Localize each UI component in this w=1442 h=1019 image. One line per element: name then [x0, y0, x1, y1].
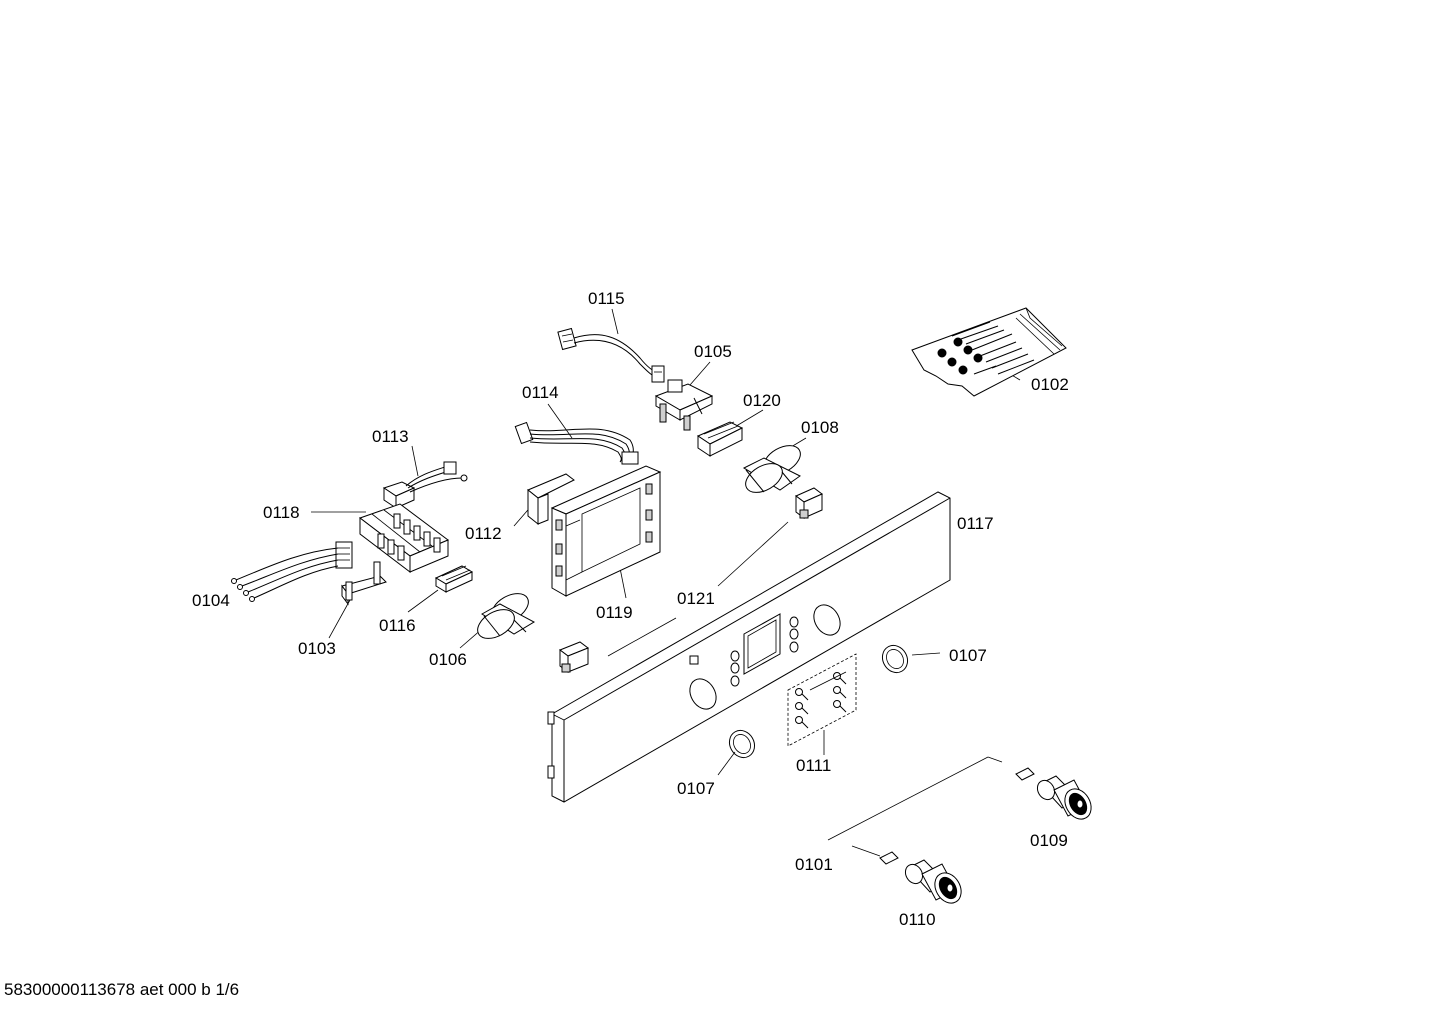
part-label-0108: 0108	[801, 418, 839, 437]
control-module-0119	[550, 465, 662, 597]
part-label-0103: 0103	[298, 639, 336, 658]
document-id: 58300000113678 aet 000 b 1/6	[4, 980, 240, 999]
cable-0115	[557, 327, 665, 383]
part-label-0116: 0116	[379, 616, 416, 635]
part-label-0119: 0119	[596, 603, 633, 622]
part-label-0117: 0117	[957, 514, 994, 533]
screws-0111	[787, 653, 857, 747]
clip-0103	[341, 561, 387, 606]
part-label-0109: 0109	[1030, 831, 1068, 850]
bracket-0121-lower	[558, 641, 590, 673]
part-label-0107-left: 0107	[677, 779, 715, 798]
knob-0110	[879, 851, 962, 904]
part-label-0101: 0101	[795, 855, 833, 874]
ring-0107-left	[728, 729, 756, 759]
ribbon-cable-0114	[514, 421, 639, 465]
knob-housing-0108	[742, 445, 801, 493]
part-label-0120: 0120	[743, 391, 781, 410]
part-label-0121: 0121	[677, 589, 715, 608]
ring-0107-right	[881, 644, 909, 674]
part-labels: 0115 0105 0102 0114 0120 0108 0113 0118 …	[192, 289, 1069, 929]
part-label-0106: 0106	[429, 650, 467, 669]
part-label-0110: 0110	[899, 910, 936, 929]
part-label-0102: 0102	[1031, 375, 1069, 394]
part-label-0114: 0114	[522, 383, 559, 402]
part-label-0113: 0113	[372, 427, 409, 446]
part-label-0107-right: 0107	[949, 646, 987, 665]
connector-0105	[654, 379, 714, 431]
terminal-block-0118	[358, 503, 449, 574]
bracket-0112	[527, 473, 575, 526]
part-label-0111: 0111	[796, 756, 831, 775]
knob-housing-0106	[477, 593, 536, 639]
bracket-0121-upper	[795, 487, 823, 519]
cover-0120	[696, 421, 744, 457]
wire-harness-0113	[382, 461, 468, 509]
screw-bag-0102	[911, 307, 1067, 397]
wires-0104	[231, 541, 353, 602]
part-label-0118: 0118	[263, 503, 300, 522]
part-label-0115: 0115	[588, 289, 625, 308]
part-label-0104: 0104	[192, 591, 230, 610]
knob-0109	[1015, 767, 1092, 820]
part-label-0105: 0105	[694, 342, 732, 361]
front-panel-0117	[547, 491, 951, 803]
part-label-0112: 0112	[465, 524, 502, 543]
cover-0116	[434, 565, 474, 593]
